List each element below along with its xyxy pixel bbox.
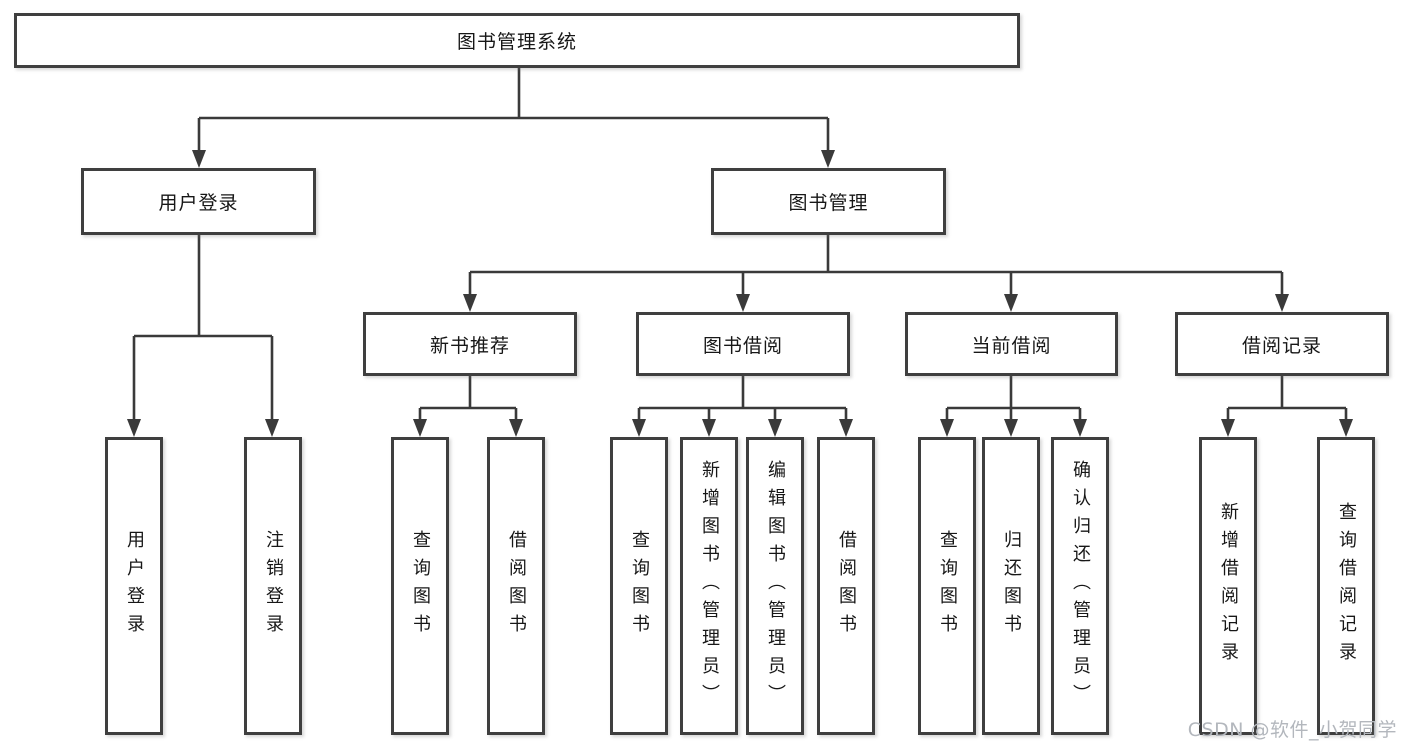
- node-label: 借阅图书: [836, 530, 857, 642]
- leaf-query-books-recommend: 查询图书: [391, 437, 449, 735]
- node-label: 图书管理系统: [456, 31, 577, 53]
- leaf-borrow-books-recommend: 借阅图书: [487, 437, 545, 735]
- leaf-query-books-borrowing: 查询图书: [610, 437, 668, 735]
- node-label: 查询图书: [937, 530, 958, 642]
- leaf-user-login: 用户登录: [105, 437, 163, 735]
- node-label: 查询图书: [629, 530, 650, 642]
- node-label: 注销登录: [263, 530, 284, 642]
- node-label: 编辑图书（管理员）: [765, 460, 786, 712]
- leaf-query-borrow-record: 查询借阅记录: [1317, 437, 1375, 735]
- node-label: 借阅记录: [1241, 334, 1322, 357]
- leaf-add-borrow-record: 新增借阅记录: [1199, 437, 1257, 735]
- node-library-management-system: 图书管理系统: [14, 13, 1020, 68]
- csdn-watermark: CSDN @软件_小贺同学: [1187, 719, 1397, 741]
- leaf-logout: 注销登录: [244, 437, 302, 735]
- node-label: 用户登录: [124, 530, 145, 642]
- node-label: 用户登录: [158, 192, 239, 214]
- node-book-borrowing: 图书借阅: [636, 312, 850, 376]
- node-new-book-recommendation: 新书推荐: [363, 312, 577, 376]
- node-user-login: 用户登录: [81, 168, 316, 235]
- leaf-add-book-admin: 新增图书（管理员）: [680, 437, 738, 735]
- node-label: 借阅图书: [506, 530, 527, 642]
- node-label: 当前借阅: [971, 334, 1052, 357]
- node-label: 归还图书: [1001, 530, 1022, 642]
- node-label: 查询图书: [410, 530, 431, 642]
- arrowheads: [127, 150, 1353, 437]
- node-borrowing-records: 借阅记录: [1175, 312, 1389, 376]
- node-label: 新书推荐: [429, 334, 510, 357]
- leaf-borrow-books-borrowing: 借阅图书: [817, 437, 875, 735]
- leaf-confirm-return-admin: 确认归还（管理员）: [1051, 437, 1109, 735]
- node-label: 新增借阅记录: [1218, 502, 1239, 670]
- leaf-return-books: 归还图书: [982, 437, 1040, 735]
- node-label: 确认归还（管理员）: [1070, 460, 1091, 712]
- node-book-management: 图书管理: [711, 168, 946, 235]
- node-label: 图书借阅: [702, 334, 783, 357]
- node-label: 查询借阅记录: [1336, 502, 1357, 670]
- leaf-edit-book-admin: 编辑图书（管理员）: [746, 437, 804, 735]
- leaf-query-books-current: 查询图书: [918, 437, 976, 735]
- node-current-borrowing: 当前借阅: [905, 312, 1118, 376]
- node-label: 图书管理: [788, 192, 869, 214]
- node-label: 新增图书（管理员）: [699, 460, 720, 712]
